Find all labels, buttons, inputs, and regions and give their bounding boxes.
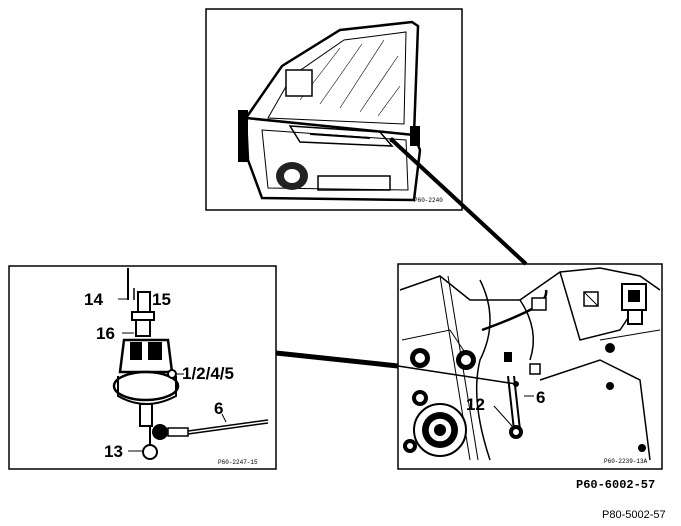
callout-1-2-4-5: 1/2/4/5 bbox=[182, 364, 234, 383]
switch-unit-panel: 14 15 16 1/2/4/5 6 13 P60-2247-15 bbox=[8, 265, 277, 470]
caption: P80-5002-57 bbox=[602, 509, 666, 521]
callout-15: 15 bbox=[152, 290, 171, 309]
detail-panel-ref: P60-2239-13A bbox=[604, 458, 648, 465]
callout-14: 14 bbox=[84, 290, 103, 309]
callout-6-switch: 6 bbox=[214, 399, 223, 418]
switch-panel-ref: P60-2247-15 bbox=[218, 459, 258, 466]
door-panel-ref: P60-2240 bbox=[414, 197, 443, 204]
connector-switch-to-detail bbox=[275, 350, 399, 369]
connector-detail-inner bbox=[397, 365, 517, 385]
callout-6-detail: 6 bbox=[536, 388, 545, 407]
callout-13: 13 bbox=[104, 442, 123, 461]
figure-ref: P60-6002-57 bbox=[576, 478, 655, 492]
connector-top-to-detail bbox=[390, 138, 528, 266]
callout-12: 12 bbox=[466, 395, 485, 414]
callout-16: 16 bbox=[96, 324, 115, 343]
door-overview-panel: P60-2240 bbox=[205, 8, 463, 211]
door-interior-detail-panel: 12 6 P60-2239-13A bbox=[397, 263, 663, 470]
